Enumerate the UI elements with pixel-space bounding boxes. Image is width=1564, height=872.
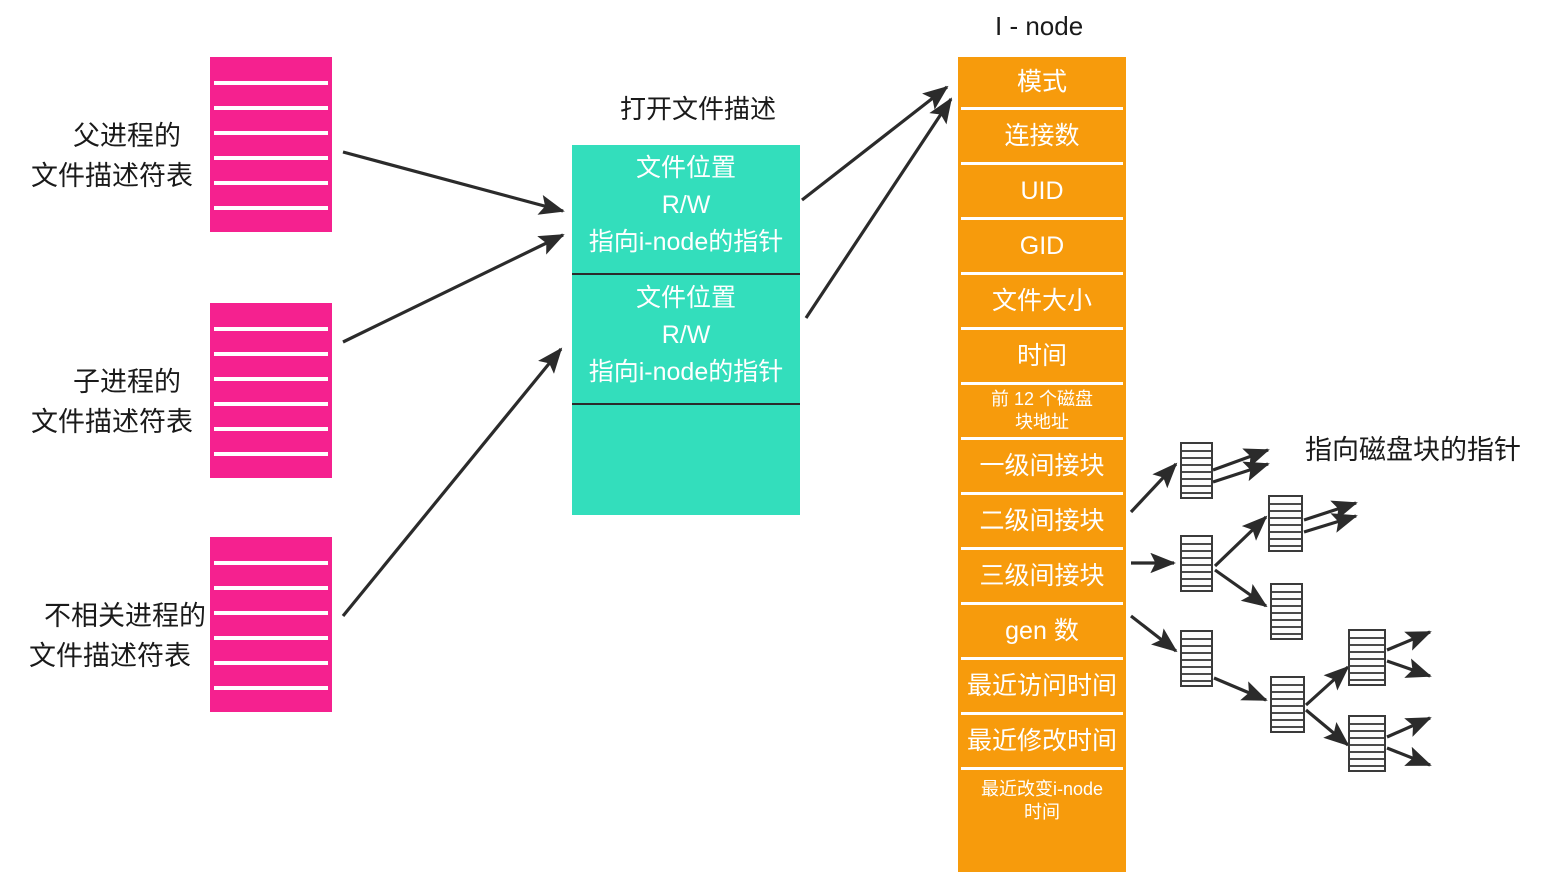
open-file-entry-1[interactable]: 文件位置 R/W 指向i-node的指针 (572, 145, 800, 273)
inode-row-gid[interactable]: GID (1019, 231, 1065, 260)
fd-slot-divider (214, 686, 328, 690)
inode-row-divider (961, 492, 1123, 495)
open-file-divider (572, 403, 800, 405)
arrow-triple-indirect-to-block (1130, 614, 1178, 653)
open-file-entry-1-mode: R/W (661, 191, 711, 219)
arrow-single-indirect-to-block (1129, 462, 1178, 514)
open-file-entry-empty[interactable] (572, 405, 800, 515)
fd-slot-divider (214, 452, 328, 456)
inode-row-double-indirect[interactable]: 二级间接块 (979, 506, 1105, 535)
inode-row-divider (961, 547, 1123, 550)
disk-block-pointer-label: 指向磁盘块的指针 (1305, 435, 1521, 465)
disk-block[interactable] (1270, 676, 1305, 733)
arrow-block3-to-block6 (1213, 676, 1268, 702)
inode-row-single-indirect[interactable]: 一级间接块 (979, 451, 1105, 480)
disk-block[interactable] (1180, 535, 1213, 592)
arrow-block1-out-b (1212, 461, 1270, 484)
inode-row-gen-count[interactable]: gen 数 (1005, 616, 1079, 645)
inode-row-divider (961, 107, 1123, 110)
inode-row-divider (961, 712, 1123, 715)
fd-slot-divider (214, 611, 328, 615)
disk-block[interactable] (1180, 630, 1213, 687)
fd-slot-divider (214, 206, 328, 210)
inode-row-last-modify-time[interactable]: 最近修改时间 (966, 726, 1117, 755)
disk-block[interactable] (1348, 629, 1386, 686)
fd-slot-divider (214, 636, 328, 640)
open-file-entry-2-position: 文件位置 (635, 284, 736, 312)
inode-row-divider (961, 272, 1123, 275)
fd-table-parent[interactable] (210, 57, 332, 232)
arrow-block6-to-block8 (1304, 708, 1350, 747)
fd-slot-divider (214, 81, 328, 85)
inode-row-divider (961, 767, 1123, 770)
inode-row-first-12-block-addresses[interactable]: 前 12 个磁盘 块地址 (990, 389, 1094, 432)
disk-block[interactable] (1270, 583, 1303, 640)
inode-row-divider (961, 217, 1123, 220)
arrow-parent-fd-to-openfile (342, 150, 565, 215)
fd-slot-divider (214, 106, 328, 110)
fd-slot-divider (214, 131, 328, 135)
disk-block[interactable] (1348, 715, 1386, 772)
inode-row-mode[interactable]: 模式 (1016, 67, 1067, 96)
fd-slot-divider (214, 352, 328, 356)
fd-table-child-label: 子进程的 文件描述符表 (31, 367, 193, 437)
inode-row-last-access-time[interactable]: 最近访问时间 (966, 671, 1117, 700)
fd-slot-divider (214, 586, 328, 590)
fd-slot-divider (214, 377, 328, 381)
open-file-entry-1-position: 文件位置 (635, 154, 736, 182)
disk-block[interactable] (1180, 442, 1213, 499)
open-file-entry-2-inode-pointer: 指向i-node的指针 (588, 358, 784, 386)
fd-slot-divider (214, 156, 328, 160)
fd-slot-divider (214, 327, 328, 331)
inode-row-divider (961, 162, 1123, 165)
arrow-child-fd-to-openfile (342, 233, 565, 344)
inode-table[interactable]: 模式 连接数 UID GID 文件大小 时间 前 12 个磁盘 块地址 一级间接… (958, 57, 1126, 872)
open-file-divider (572, 273, 800, 275)
fd-slot-divider (214, 661, 328, 665)
inode-row-triple-indirect[interactable]: 三级间接块 (979, 561, 1105, 590)
arrow-block8-out-b (1386, 746, 1432, 767)
fd-slot-divider (214, 561, 328, 565)
fd-table-unrelated[interactable] (210, 537, 332, 712)
inode-row-divider (961, 602, 1123, 605)
open-file-table-title: 打开文件描述 (620, 94, 777, 124)
inode-row-divider (961, 382, 1123, 385)
arrow-block8-out-a (1386, 716, 1432, 739)
arrow-block7-out-b (1386, 658, 1432, 678)
fd-slot-divider (214, 402, 328, 406)
arrow-unrelated-fd-to-openfile (341, 347, 563, 618)
arrow-block2-to-block4 (1213, 515, 1268, 568)
fd-table-unrelated-label: 不相关进程的 文件描述符表 (29, 601, 206, 671)
arrow-block4-out-b (1303, 513, 1358, 534)
open-file-entry-2[interactable]: 文件位置 R/W 指向i-node的指针 (572, 275, 800, 403)
disk-block[interactable] (1268, 495, 1303, 552)
inode-row-divider (961, 437, 1123, 440)
inode-row-divider (961, 327, 1123, 330)
arrow-block1-out-a (1212, 448, 1270, 472)
open-file-entry-1-inode-pointer: 指向i-node的指针 (588, 228, 784, 256)
fd-table-child[interactable] (210, 303, 332, 478)
open-file-entry-2-mode: R/W (661, 321, 711, 349)
arrow-block6-to-block7 (1304, 665, 1350, 707)
fd-slot-divider (214, 181, 328, 185)
open-file-table[interactable]: 文件位置 R/W 指向i-node的指针 文件位置 R/W 指向i-node的指… (572, 145, 800, 515)
arrow-block7-out-a (1386, 630, 1432, 652)
inode-row-file-size[interactable]: 文件大小 (991, 286, 1092, 315)
arrow-openfile-entry2-to-inode (804, 97, 953, 319)
fd-table-parent-label: 父进程的 文件描述符表 (31, 121, 193, 191)
arrow-block2-to-block5 (1214, 568, 1268, 608)
arrow-block4-out-a (1303, 500, 1358, 522)
inode-title: I - node (995, 11, 1084, 41)
arrow-openfile-entry1-to-inode (801, 85, 949, 202)
inode-row-last-inode-change-time[interactable]: 最近改变i-node 时间 (980, 779, 1104, 822)
inode-row-divider (961, 657, 1123, 660)
fd-slot-divider (214, 427, 328, 431)
inode-row-uid[interactable]: UID (1020, 176, 1064, 205)
inode-row-time[interactable]: 时间 (1016, 341, 1067, 370)
inode-row-link-count[interactable]: 连接数 (1004, 121, 1080, 150)
